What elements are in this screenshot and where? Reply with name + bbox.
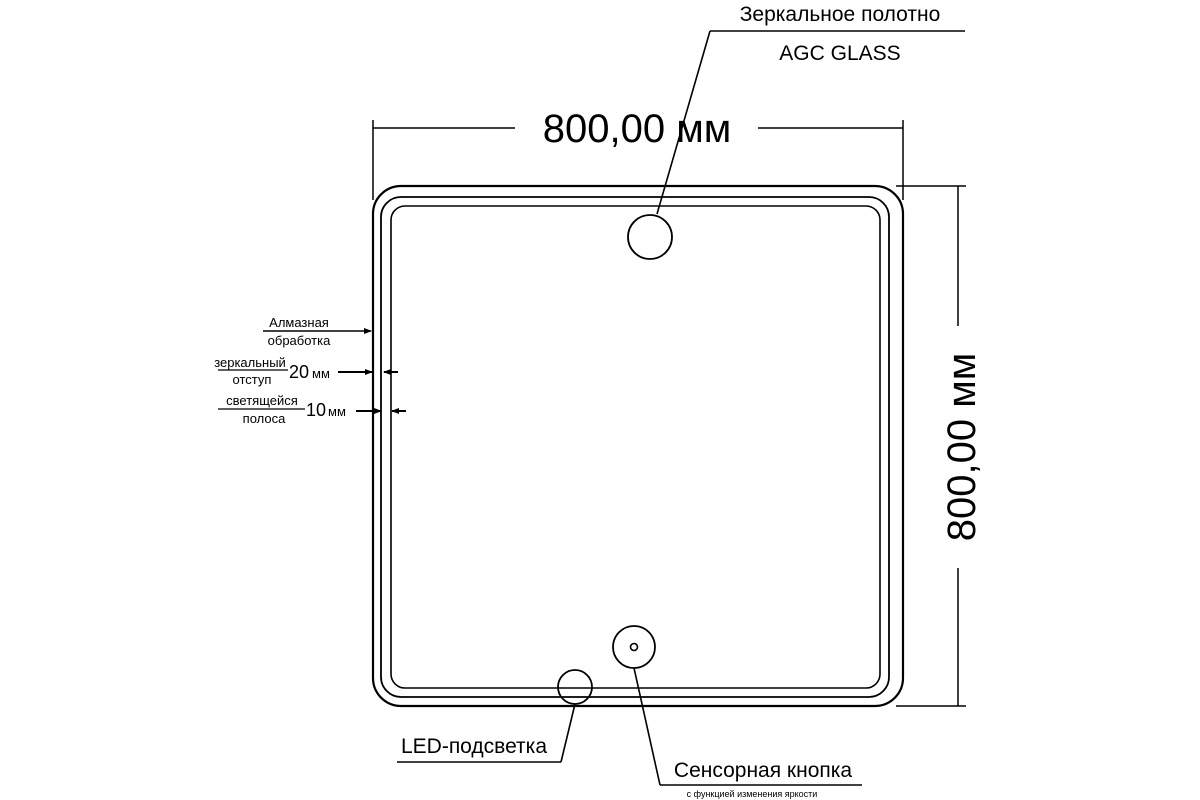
- mirror-led-strip-inner: [390, 205, 881, 689]
- offset-note-unit: мм: [312, 366, 330, 381]
- mirror-callout-leader: [656, 30, 711, 215]
- sensor-callout-title: Сенсорная кнопка: [674, 759, 853, 782]
- sensor-callout-leader: [633, 667, 661, 786]
- diamond-note-line2: обработка: [268, 333, 331, 348]
- mirror-outer-edge: [371, 184, 905, 708]
- height-dimension-label: 800,00 мм: [940, 353, 984, 541]
- led-callout-title: LED-подсветка: [401, 735, 547, 758]
- led-callout-leader: [560, 703, 576, 763]
- glow-note-value: 10: [306, 400, 326, 420]
- mirror-callout-subtitle: AGC GLASS: [779, 42, 900, 65]
- glow-note-unit: мм: [328, 404, 346, 419]
- mirror-led-strip-outer: [380, 196, 890, 698]
- sensor-callout-subtitle: с функцией изменения яркости: [687, 789, 818, 799]
- sensor-button-circle: [612, 625, 656, 669]
- mirror-callout-title: Зеркальное полотно: [740, 3, 941, 26]
- offset-note-line2: отступ: [233, 372, 272, 387]
- offset-note-line1: зеркальный: [214, 355, 286, 370]
- mirror-callout-circle: [627, 214, 673, 260]
- led-callout-circle: [557, 669, 593, 705]
- glow-note-line2: полоса: [243, 411, 286, 426]
- offset-note-value: 20: [289, 362, 309, 382]
- width-dimension-label: 800,00 мм: [543, 107, 731, 151]
- sensor-button-dot: [629, 642, 639, 652]
- diamond-note-line1: Алмазная: [269, 315, 329, 330]
- glow-note-line1: светящейся: [226, 393, 298, 408]
